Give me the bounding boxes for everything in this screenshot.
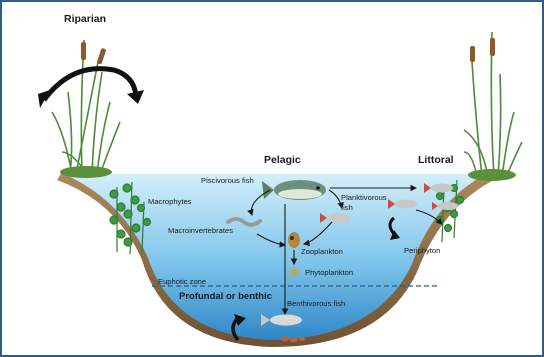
cattail-head — [81, 42, 86, 60]
cattail-head — [97, 48, 107, 65]
zooplankton-icon — [288, 232, 300, 248]
pelagic-label: Pelagic — [264, 155, 301, 166]
grass-tuft — [468, 169, 516, 181]
phytoplankton-label: Phytoplankton — [305, 269, 353, 277]
zooplankton-label: Zooplankton — [301, 248, 343, 256]
phytoplankton-icon — [288, 266, 300, 278]
euphotic-zone-label: Euphotic zone — [158, 278, 206, 286]
macroinvertebrates-label: Macroinvertebrates — [168, 227, 233, 235]
cattail-plants-left — [52, 40, 120, 174]
piscivorous-fish-label: Piscivorous fish — [201, 177, 254, 185]
arrow-head — [127, 90, 144, 104]
planktivorous-fish-label: Planktivorous fish — [341, 193, 389, 214]
grass-tuft — [60, 166, 112, 178]
arrow-tail — [38, 90, 50, 108]
cattail-head — [490, 38, 495, 56]
benthivorous-fish-label: Benthivorous fish — [287, 300, 345, 308]
profundal-label: Profundal or benthic — [179, 292, 272, 302]
cattail-head — [470, 46, 475, 62]
littoral-label: Littoral — [418, 155, 454, 166]
riparian-exchange-arrow — [44, 69, 136, 100]
macrophytes-label: Macrophytes — [148, 198, 191, 206]
riparian-label: Riparian — [64, 14, 106, 25]
periphyton-label: Periphyton — [404, 247, 440, 255]
